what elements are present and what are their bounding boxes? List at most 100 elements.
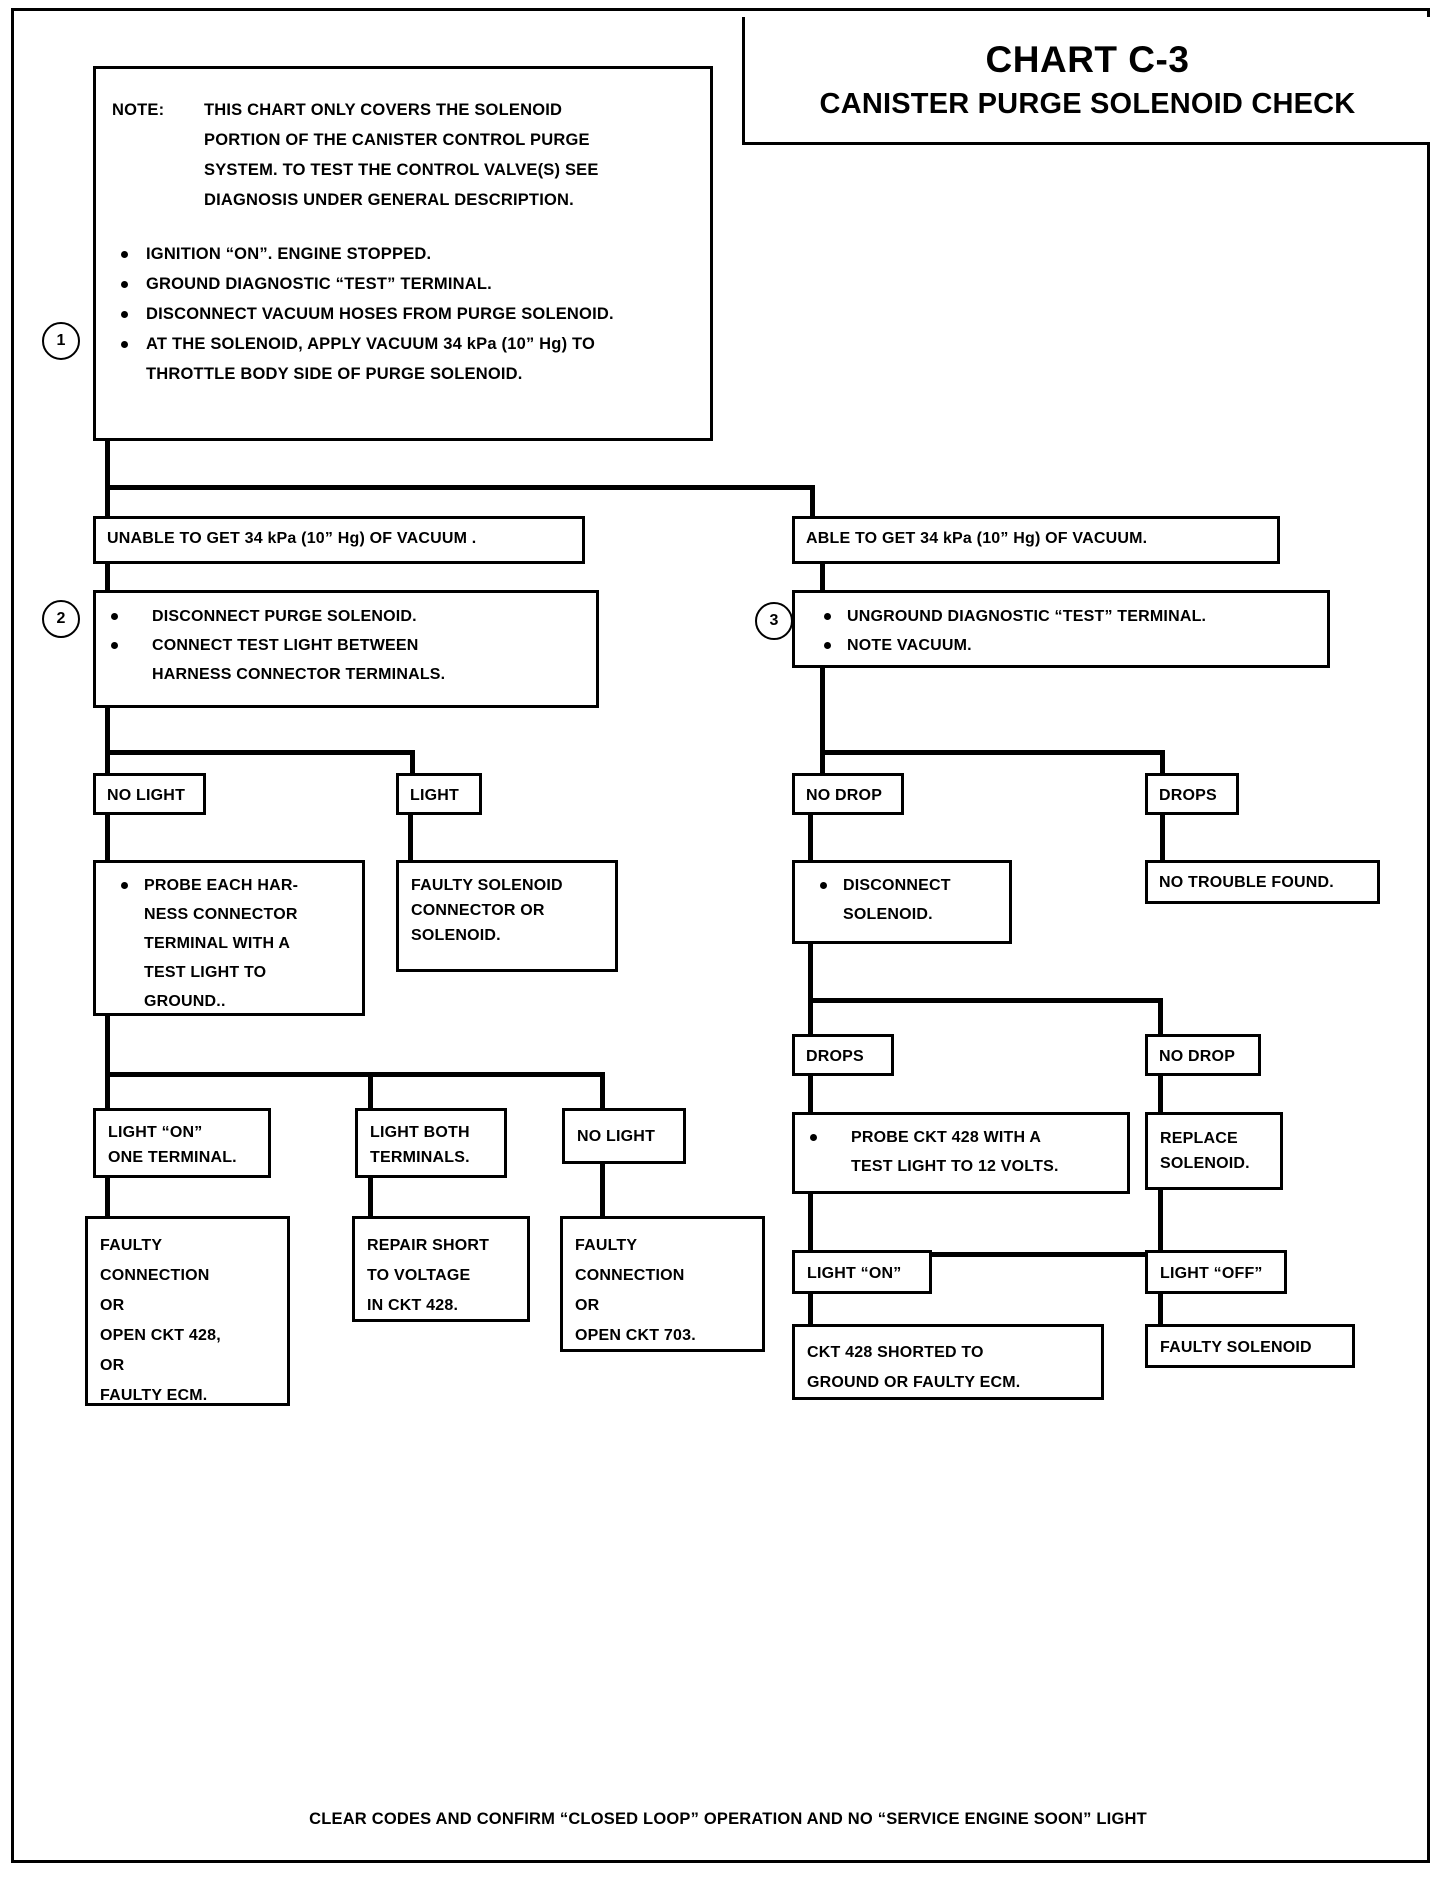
chart-number: CHART C-3	[985, 38, 1190, 80]
connector-able-to-step3	[820, 562, 825, 594]
connector-to-left-branch	[105, 485, 110, 520]
probe-ckt428-box: PROBE CKT 428 WITH A TEST LIGHT TO 12 VO…	[792, 1112, 1130, 1194]
light-on-box: LIGHT “ON”	[792, 1250, 932, 1294]
no-trouble-found-label: NO TROUBLE FOUND.	[1159, 874, 1334, 891]
probe-harness-list: PROBE EACH HAR- NESS CONNECTOR TERMINAL …	[102, 871, 356, 1016]
probe-harness-line: TERMINAL WITH A	[144, 935, 291, 952]
connector-probeckt-horizontal	[808, 1252, 1163, 1257]
light-off-box: LIGHT “OFF”	[1145, 1250, 1287, 1294]
light-on-label: LIGHT “ON”	[807, 1265, 902, 1282]
faulty-conn-428-line: FAULTY ECM.	[100, 1387, 208, 1404]
ckt428-shorted-line: CKT 428 SHORTED TO	[807, 1344, 984, 1361]
step-marker-3: 3	[755, 602, 793, 640]
connector-step2-to-nolight	[105, 750, 110, 776]
connector-probe-right	[600, 1072, 605, 1130]
page-border	[11, 8, 1430, 1863]
faulty-solenoid-final-label: FAULTY SOLENOID	[1160, 1339, 1312, 1356]
connector-to-right-branch	[810, 485, 815, 520]
connector-light-down	[408, 813, 413, 863]
probe-harness-bullet: PROBE EACH HAR-	[116, 871, 356, 900]
step1-bullet-continuation: THROTTLE BODY SIDE OF PURGE SOLENOID.	[146, 365, 523, 383]
step2-bullet: DISCONNECT PURGE SOLENOID.	[102, 602, 590, 631]
note-line: DIAGNOSIS UNDER GENERAL DESCRIPTION.	[204, 191, 574, 209]
connector-drops2-down	[808, 1074, 813, 1112]
faulty-solenoid-line: FAULTY SOLENOID	[411, 877, 563, 894]
step2-box: DISCONNECT PURGE SOLENOID. CONNECT TEST …	[93, 590, 599, 708]
step1-bullet: IGNITION “ON”. ENGINE STOPPED.	[112, 239, 696, 269]
step-marker-2: 2	[42, 600, 80, 638]
result-light-box: LIGHT	[396, 773, 482, 815]
connector-lighton-down	[105, 1176, 110, 1218]
connector-drops-down	[1160, 813, 1165, 863]
replace-solenoid-line: SOLENOID.	[1160, 1155, 1250, 1172]
probe-harness-line: TEST LIGHT TO	[144, 964, 267, 981]
branch-able-label: ABLE TO GET 34 kPa (10” Hg) OF VACUUM.	[806, 530, 1148, 547]
disconnect-solenoid-line: SOLENOID.	[843, 906, 933, 923]
no-trouble-found-box: NO TROUBLE FOUND.	[1145, 860, 1380, 904]
connector-step1-down	[105, 441, 110, 489]
connector-replace-down	[1158, 1188, 1163, 1256]
repair-short-line: REPAIR SHORT	[367, 1237, 490, 1254]
light-on-one-terminal-box: LIGHT “ON” ONE TERMINAL.	[93, 1108, 271, 1178]
result-drops2-label: DROPS	[806, 1048, 864, 1065]
connector-step2-down	[105, 706, 110, 754]
note-row: NOTE: THIS CHART ONLY COVERS THE SOLENOI…	[112, 95, 696, 215]
no-light2-box: NO LIGHT	[562, 1108, 686, 1164]
connector-lightboth-down	[368, 1176, 373, 1218]
light-off-label: LIGHT “OFF”	[1160, 1265, 1263, 1282]
faulty-solenoid-line: SOLENOID.	[411, 927, 501, 944]
faulty-conn-703-line: OPEN CKT 703.	[575, 1327, 696, 1344]
note-line: SYSTEM. TO TEST THE CONTROL VALVE(S) SEE	[204, 161, 599, 179]
note-text: THIS CHART ONLY COVERS THE SOLENOID PORT…	[204, 95, 696, 215]
branch-unable-label: UNABLE TO GET 34 kPa (10” Hg) OF VACUUM …	[107, 530, 477, 547]
step2-bullet-list: DISCONNECT PURGE SOLENOID. CONNECT TEST …	[102, 602, 590, 689]
note-line: PORTION OF THE CANISTER CONTROL PURGE	[204, 131, 590, 149]
ckt428-shorted-line: GROUND OR FAULTY ECM.	[807, 1374, 1021, 1391]
step1-bullet: DISCONNECT VACUUM HOSES FROM PURGE SOLEN…	[112, 299, 696, 329]
repair-short-line: TO VOLTAGE	[367, 1267, 471, 1284]
probe-harness-line: GROUND..	[144, 993, 226, 1010]
page-title: CANISTER PURGE SOLENOID CHECK	[819, 87, 1356, 120]
step1-bullet: GROUND DIAGNOSTIC “TEST” TERMINAL.	[112, 269, 696, 299]
connector-step2-to-light	[410, 750, 415, 776]
faulty-conn-428-line: OPEN CKT 428,	[100, 1327, 221, 1344]
faulty-conn-428-line: CONNECTION	[100, 1267, 210, 1284]
connector-lightoff-to-result	[1158, 1292, 1163, 1328]
connector-disconnect-down	[808, 942, 813, 1002]
faulty-conn-428-line: FAULTY	[100, 1237, 163, 1254]
connector-step3-horizontal	[820, 750, 1165, 755]
branch-unable-box: UNABLE TO GET 34 kPa (10” Hg) OF VACUUM …	[93, 516, 585, 564]
title-block: CHART C-3 CANISTER PURGE SOLENOID CHECK	[742, 17, 1430, 145]
connector-lighton-to-result	[808, 1292, 813, 1328]
connector-nolight2-down	[600, 1162, 605, 1218]
step3-bullet: NOTE VACUUM.	[819, 631, 1321, 660]
light-on-one-line: LIGHT “ON”	[108, 1124, 203, 1141]
result-no-drop2-label: NO DROP	[1159, 1048, 1236, 1065]
probe-ckt428-list: PROBE CKT 428 WITH A TEST LIGHT TO 12 VO…	[801, 1123, 1121, 1181]
repair-short-line: IN CKT 428.	[367, 1297, 459, 1314]
probe-ckt428-line: TEST LIGHT TO 12 VOLTS.	[851, 1158, 1059, 1175]
connector-probe-down	[105, 1014, 110, 1076]
step-marker-1: 1	[42, 322, 80, 360]
result-drops-label: DROPS	[1159, 787, 1217, 804]
faulty-connection-428-box: FAULTY CONNECTION OR OPEN CKT 428, OR FA…	[85, 1216, 290, 1406]
connector-step3-to-nodrop	[820, 750, 825, 776]
disconnect-solenoid-bullet: DISCONNECT	[815, 871, 1003, 900]
connector-disconnect-horizontal	[808, 998, 1163, 1003]
no-light2-label: NO LIGHT	[577, 1128, 656, 1145]
disconnect-solenoid-box: DISCONNECT SOLENOID.	[792, 860, 1012, 944]
connector-step3-down	[820, 666, 825, 754]
disconnect-solenoid-list: DISCONNECT SOLENOID.	[801, 871, 1003, 929]
faulty-conn-428-line: OR	[100, 1297, 125, 1314]
replace-solenoid-line: REPLACE	[1160, 1130, 1238, 1147]
result-no-drop-box: NO DROP	[792, 773, 904, 815]
faulty-connection-703-box: FAULTY CONNECTION OR OPEN CKT 703.	[560, 1216, 765, 1352]
probe-harness-box: PROBE EACH HAR- NESS CONNECTOR TERMINAL …	[93, 860, 365, 1016]
faulty-solenoid-final-box: FAULTY SOLENOID	[1145, 1324, 1355, 1368]
faulty-solenoid-line: CONNECTOR OR	[411, 902, 545, 919]
result-no-drop2-box: NO DROP	[1145, 1034, 1261, 1076]
faulty-conn-703-line: FAULTY	[575, 1237, 638, 1254]
result-no-light-box: NO LIGHT	[93, 773, 206, 815]
result-drops-box: DROPS	[1145, 773, 1239, 815]
